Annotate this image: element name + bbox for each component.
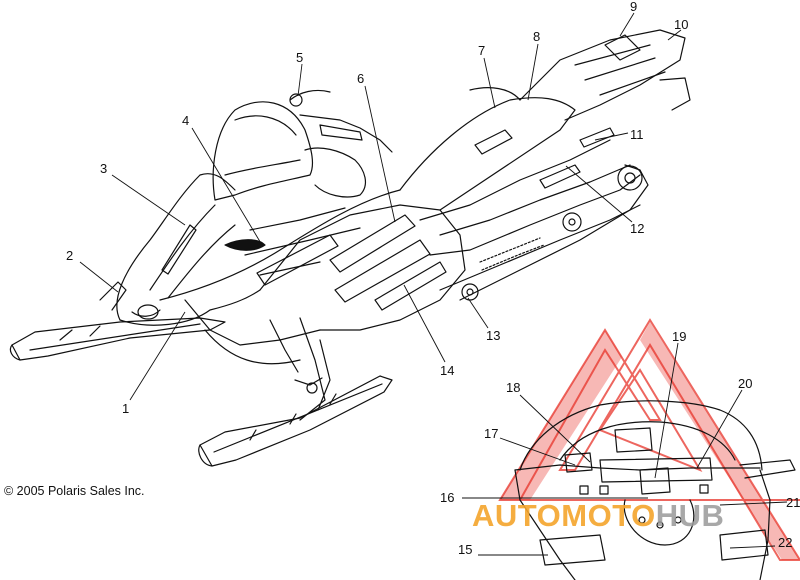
callout-12: 12 xyxy=(630,221,645,236)
callout-9: 9 xyxy=(630,0,638,14)
decal-shape xyxy=(639,467,671,495)
watermark-logo-fill xyxy=(500,322,800,560)
callout-20: 20 xyxy=(738,376,753,391)
callout-10: 10 xyxy=(674,17,689,32)
decal-shape xyxy=(474,129,513,155)
seat xyxy=(399,97,576,211)
rear-rack xyxy=(519,29,686,121)
decal-shape xyxy=(539,164,581,189)
copyright-notice: © 2005 Polaris Sales Inc. xyxy=(4,484,145,498)
dash-inset-line-art xyxy=(514,400,796,580)
decal-shape xyxy=(224,239,266,251)
callout-15: 15 xyxy=(458,542,473,557)
dash-gauge xyxy=(614,427,653,453)
snowmobile-line-art xyxy=(9,29,691,467)
watermark-text-b: HUB xyxy=(655,498,725,533)
track xyxy=(459,164,649,301)
leader-lines xyxy=(79,12,788,556)
windshield xyxy=(212,101,314,201)
callout-17: 17 xyxy=(484,426,499,441)
idler-wheel xyxy=(461,283,479,301)
decal-shape xyxy=(329,214,416,273)
callout-18: 18 xyxy=(506,380,521,395)
callout-19: 19 xyxy=(672,329,687,344)
callout-16: 16 xyxy=(440,490,455,505)
decal-shape xyxy=(719,529,769,561)
callout-14: 14 xyxy=(440,363,455,378)
watermark-text: AUTOMOTOHUB xyxy=(472,498,724,534)
side-panel xyxy=(259,204,466,331)
callout-11: 11 xyxy=(630,127,644,142)
decal-shape xyxy=(579,127,615,148)
callout-8: 8 xyxy=(533,29,541,44)
handlebar xyxy=(289,89,393,153)
callout-5: 5 xyxy=(296,50,304,65)
rear-wheel xyxy=(617,165,643,191)
callout-7: 7 xyxy=(478,43,486,58)
right-ski xyxy=(199,375,393,467)
decal-shape xyxy=(334,239,431,303)
hood xyxy=(116,173,236,321)
decal-shape xyxy=(161,224,197,275)
callout-1: 1 xyxy=(122,401,130,416)
callout-13: 13 xyxy=(486,328,501,343)
idler-wheel xyxy=(562,212,582,232)
decal-shape xyxy=(539,534,606,566)
decal-shape xyxy=(374,261,447,311)
callout-21: 21 xyxy=(786,495,800,510)
watermark-text-a: AUTOMOTO xyxy=(472,498,656,533)
callout-4: 4 xyxy=(182,113,190,128)
callout-3: 3 xyxy=(100,161,108,176)
decal-shape xyxy=(256,234,339,286)
callout-2: 2 xyxy=(66,248,74,263)
callout-6: 6 xyxy=(357,71,365,86)
left-ski xyxy=(11,317,226,361)
callout-22: 22 xyxy=(778,535,793,550)
